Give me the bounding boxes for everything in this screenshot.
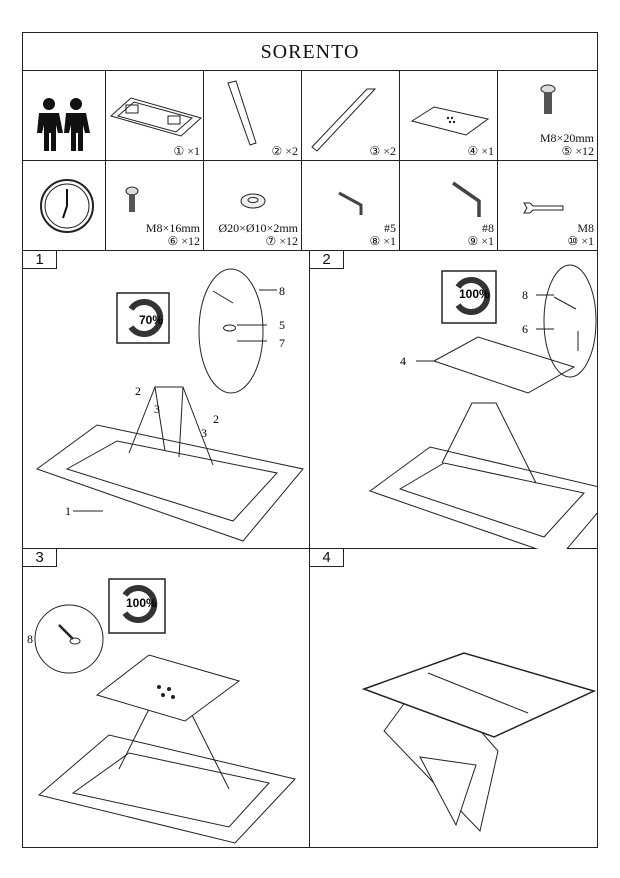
part-id: ③ bbox=[369, 144, 381, 158]
part-spec: #8 bbox=[482, 221, 494, 235]
leg-drawing bbox=[227, 80, 257, 146]
two-persons-icon bbox=[37, 98, 90, 151]
part-qty: ×1 bbox=[481, 234, 494, 248]
hex-key-icon bbox=[452, 181, 481, 217]
part-id: ⑧ bbox=[369, 234, 381, 248]
step-number: 4 bbox=[310, 549, 344, 567]
part-qty: ×2 bbox=[383, 144, 396, 158]
part-id: ① bbox=[173, 144, 185, 158]
callout: 2 bbox=[135, 384, 141, 398]
part-qty: ×1 bbox=[187, 144, 200, 158]
callout: 8 bbox=[279, 284, 285, 298]
part-spec: M8 bbox=[577, 221, 594, 235]
callout: 2 bbox=[213, 412, 219, 426]
callout: 7 bbox=[279, 336, 285, 350]
torque-100-label: 100% bbox=[126, 596, 157, 610]
step-4-illustration bbox=[361, 652, 597, 833]
step-number: 2 bbox=[310, 251, 344, 269]
step-2-illustration: 100% 8 6 4 bbox=[368, 264, 597, 549]
clock-icon bbox=[40, 179, 94, 233]
bolt-icon bbox=[125, 186, 139, 212]
washer-icon bbox=[240, 193, 266, 209]
part-spec: #5 bbox=[384, 221, 396, 235]
torque-70-label: 70% bbox=[139, 313, 163, 327]
part-qty: ×2 bbox=[285, 144, 298, 158]
part-spec: Ø20×Ø10×2mm bbox=[218, 221, 298, 235]
part-3-leg: ③ ×2 bbox=[302, 71, 400, 161]
part-id: ⑨ bbox=[467, 234, 479, 248]
frame-drawing bbox=[109, 97, 203, 137]
clock-cell bbox=[23, 161, 106, 251]
part-qty: ×1 bbox=[383, 234, 396, 248]
part-id: ⑦ bbox=[265, 234, 277, 248]
plate-drawing bbox=[410, 106, 490, 136]
part-id: ⑥ bbox=[167, 234, 179, 248]
bolt-icon bbox=[540, 84, 556, 114]
step-4: 4 bbox=[310, 549, 597, 847]
leg-drawing bbox=[311, 88, 377, 152]
callout: 5 bbox=[279, 318, 285, 332]
hex-key-icon bbox=[338, 191, 363, 215]
wrench-icon bbox=[523, 202, 564, 214]
step-1-illustration: 70% 8 5 7 2 3 2 3 1 bbox=[35, 268, 304, 542]
callout: 8 bbox=[27, 632, 33, 646]
part-qty: ×1 bbox=[581, 234, 594, 248]
part-qty: ×12 bbox=[279, 234, 298, 248]
callout: 4 bbox=[400, 354, 406, 368]
step-number: 3 bbox=[23, 549, 57, 567]
step-number: 1 bbox=[23, 251, 57, 269]
part-id: ⑤ bbox=[561, 144, 573, 158]
part-qty: ×1 bbox=[481, 144, 494, 158]
step-3: 3 100% 8 bbox=[23, 549, 310, 847]
part-spec: M8×20mm bbox=[539, 131, 594, 145]
callout: 1 bbox=[65, 504, 71, 518]
part-4-plate: ④ ×1 bbox=[400, 71, 498, 161]
part-1-frame: ① ×1 bbox=[106, 71, 204, 161]
step-1: 1 70% 8 5 7 2 3 2 3 1 bbox=[23, 251, 310, 549]
two-persons-cell bbox=[23, 71, 106, 161]
step-2: 2 100% 8 6 4 bbox=[310, 251, 597, 549]
product-title: SORENTO bbox=[23, 33, 597, 71]
callout: 6 bbox=[522, 322, 528, 336]
torque-100-label: 100% bbox=[459, 287, 490, 301]
callout: 3 bbox=[154, 402, 160, 416]
callout: 8 bbox=[522, 288, 528, 302]
part-spec: M8×16mm bbox=[145, 221, 200, 235]
step-3-illustration: 100% 8 bbox=[27, 578, 296, 844]
part-qty: ×12 bbox=[181, 234, 200, 248]
callout: 3 bbox=[201, 426, 207, 440]
part-2-leg: ② ×2 bbox=[204, 71, 302, 161]
part-qty: ×12 bbox=[575, 144, 594, 158]
part-id: ⑩ bbox=[567, 234, 579, 248]
part-id: ② bbox=[271, 144, 283, 158]
part-id: ④ bbox=[467, 144, 479, 158]
